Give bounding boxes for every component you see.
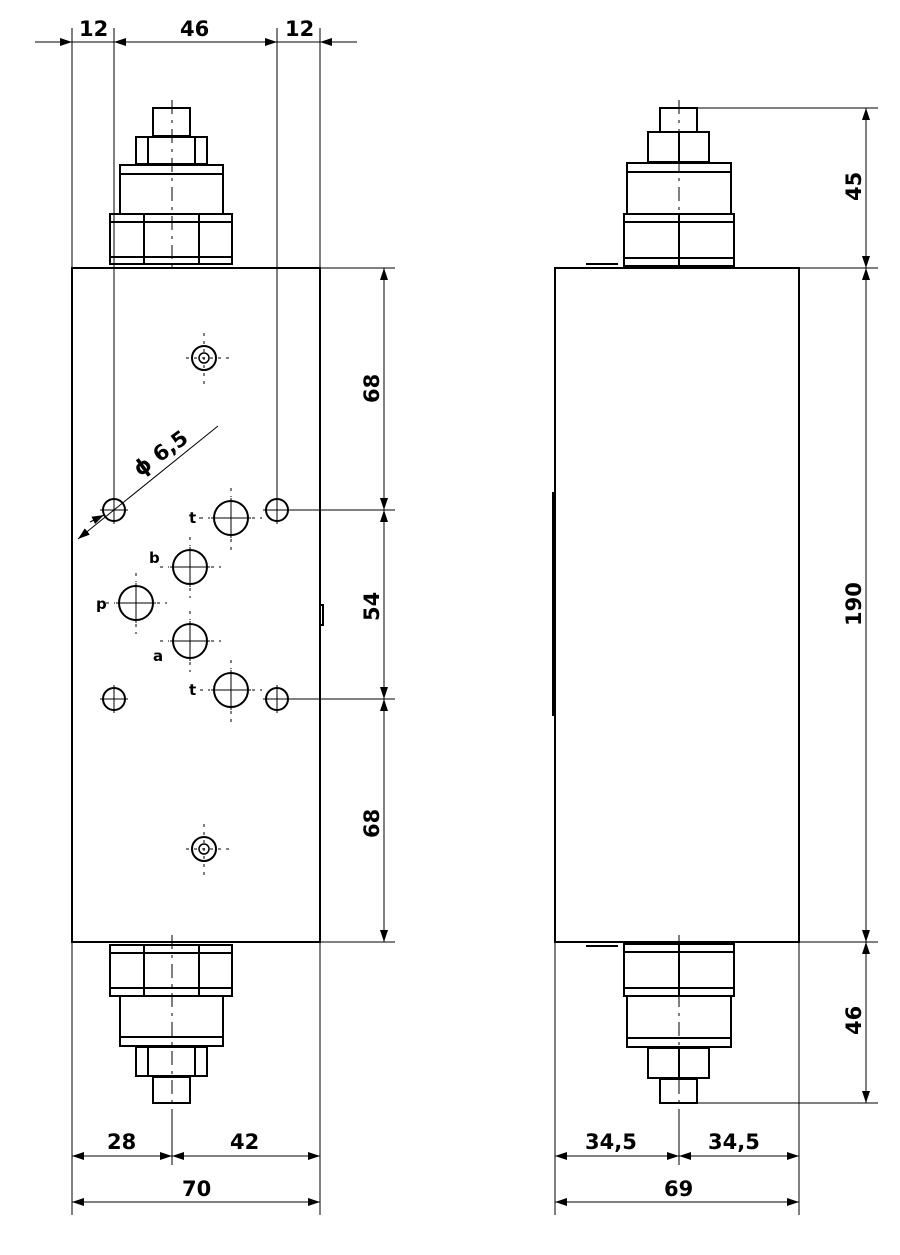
mounting-hole-top bbox=[186, 333, 232, 385]
mounting-hole-bottom bbox=[186, 824, 232, 876]
port-t-top bbox=[200, 488, 262, 550]
dim-side-top: 45 bbox=[842, 172, 866, 201]
side-bottom-dimension-lines bbox=[555, 1152, 799, 1206]
port-label-t-top: t bbox=[189, 509, 196, 527]
dim-side-total-width: 69 bbox=[664, 1177, 693, 1201]
diameter-leader: ϕ 6,5 bbox=[77, 425, 219, 540]
dim-side-body: 190 bbox=[842, 582, 866, 626]
port-label-b: b bbox=[149, 549, 160, 567]
port-label-t-bottom: t bbox=[189, 681, 196, 699]
port-p bbox=[106, 573, 167, 634]
screw-hole-upper-right bbox=[263, 496, 291, 524]
dim-side-bottom-right: 34,5 bbox=[708, 1130, 760, 1154]
screw-hole-lower-left bbox=[100, 685, 128, 713]
bottom-dimension-lines bbox=[72, 1152, 320, 1206]
port-label-a: a bbox=[153, 647, 163, 665]
port-t-bottom bbox=[200, 660, 262, 722]
dim-total-width: 70 bbox=[182, 1177, 211, 1201]
dim-side-bottom: 46 bbox=[842, 1006, 866, 1035]
dim-vert-middle: 54 bbox=[360, 592, 384, 621]
side-body bbox=[554, 267, 800, 943]
side-view: 45 190 46 34,5 34,5 69 bbox=[552, 100, 878, 1215]
dim-bottom-right: 42 bbox=[230, 1130, 259, 1154]
side-top-fitting bbox=[623, 100, 735, 272]
dim-top-left: 12 bbox=[79, 17, 108, 41]
front-top-fitting bbox=[109, 100, 233, 272]
dim-top-middle: 46 bbox=[180, 17, 209, 41]
dim-vert-upper: 68 bbox=[360, 374, 384, 403]
dim-side-bottom-left: 34,5 bbox=[585, 1130, 637, 1154]
port-b bbox=[160, 537, 221, 598]
port-a bbox=[160, 611, 221, 672]
front-bottom-fitting bbox=[109, 935, 233, 1112]
side-bottom-fitting bbox=[623, 935, 735, 1112]
port-label-p: p bbox=[96, 595, 107, 613]
dim-bottom-left: 28 bbox=[107, 1130, 136, 1154]
dim-vert-lower: 68 bbox=[360, 809, 384, 838]
screw-hole-lower-right bbox=[263, 685, 291, 713]
front-view: t b p a t ϕ 6,5 12 46 12 bbox=[35, 17, 395, 1215]
dim-top-right: 12 bbox=[285, 17, 314, 41]
